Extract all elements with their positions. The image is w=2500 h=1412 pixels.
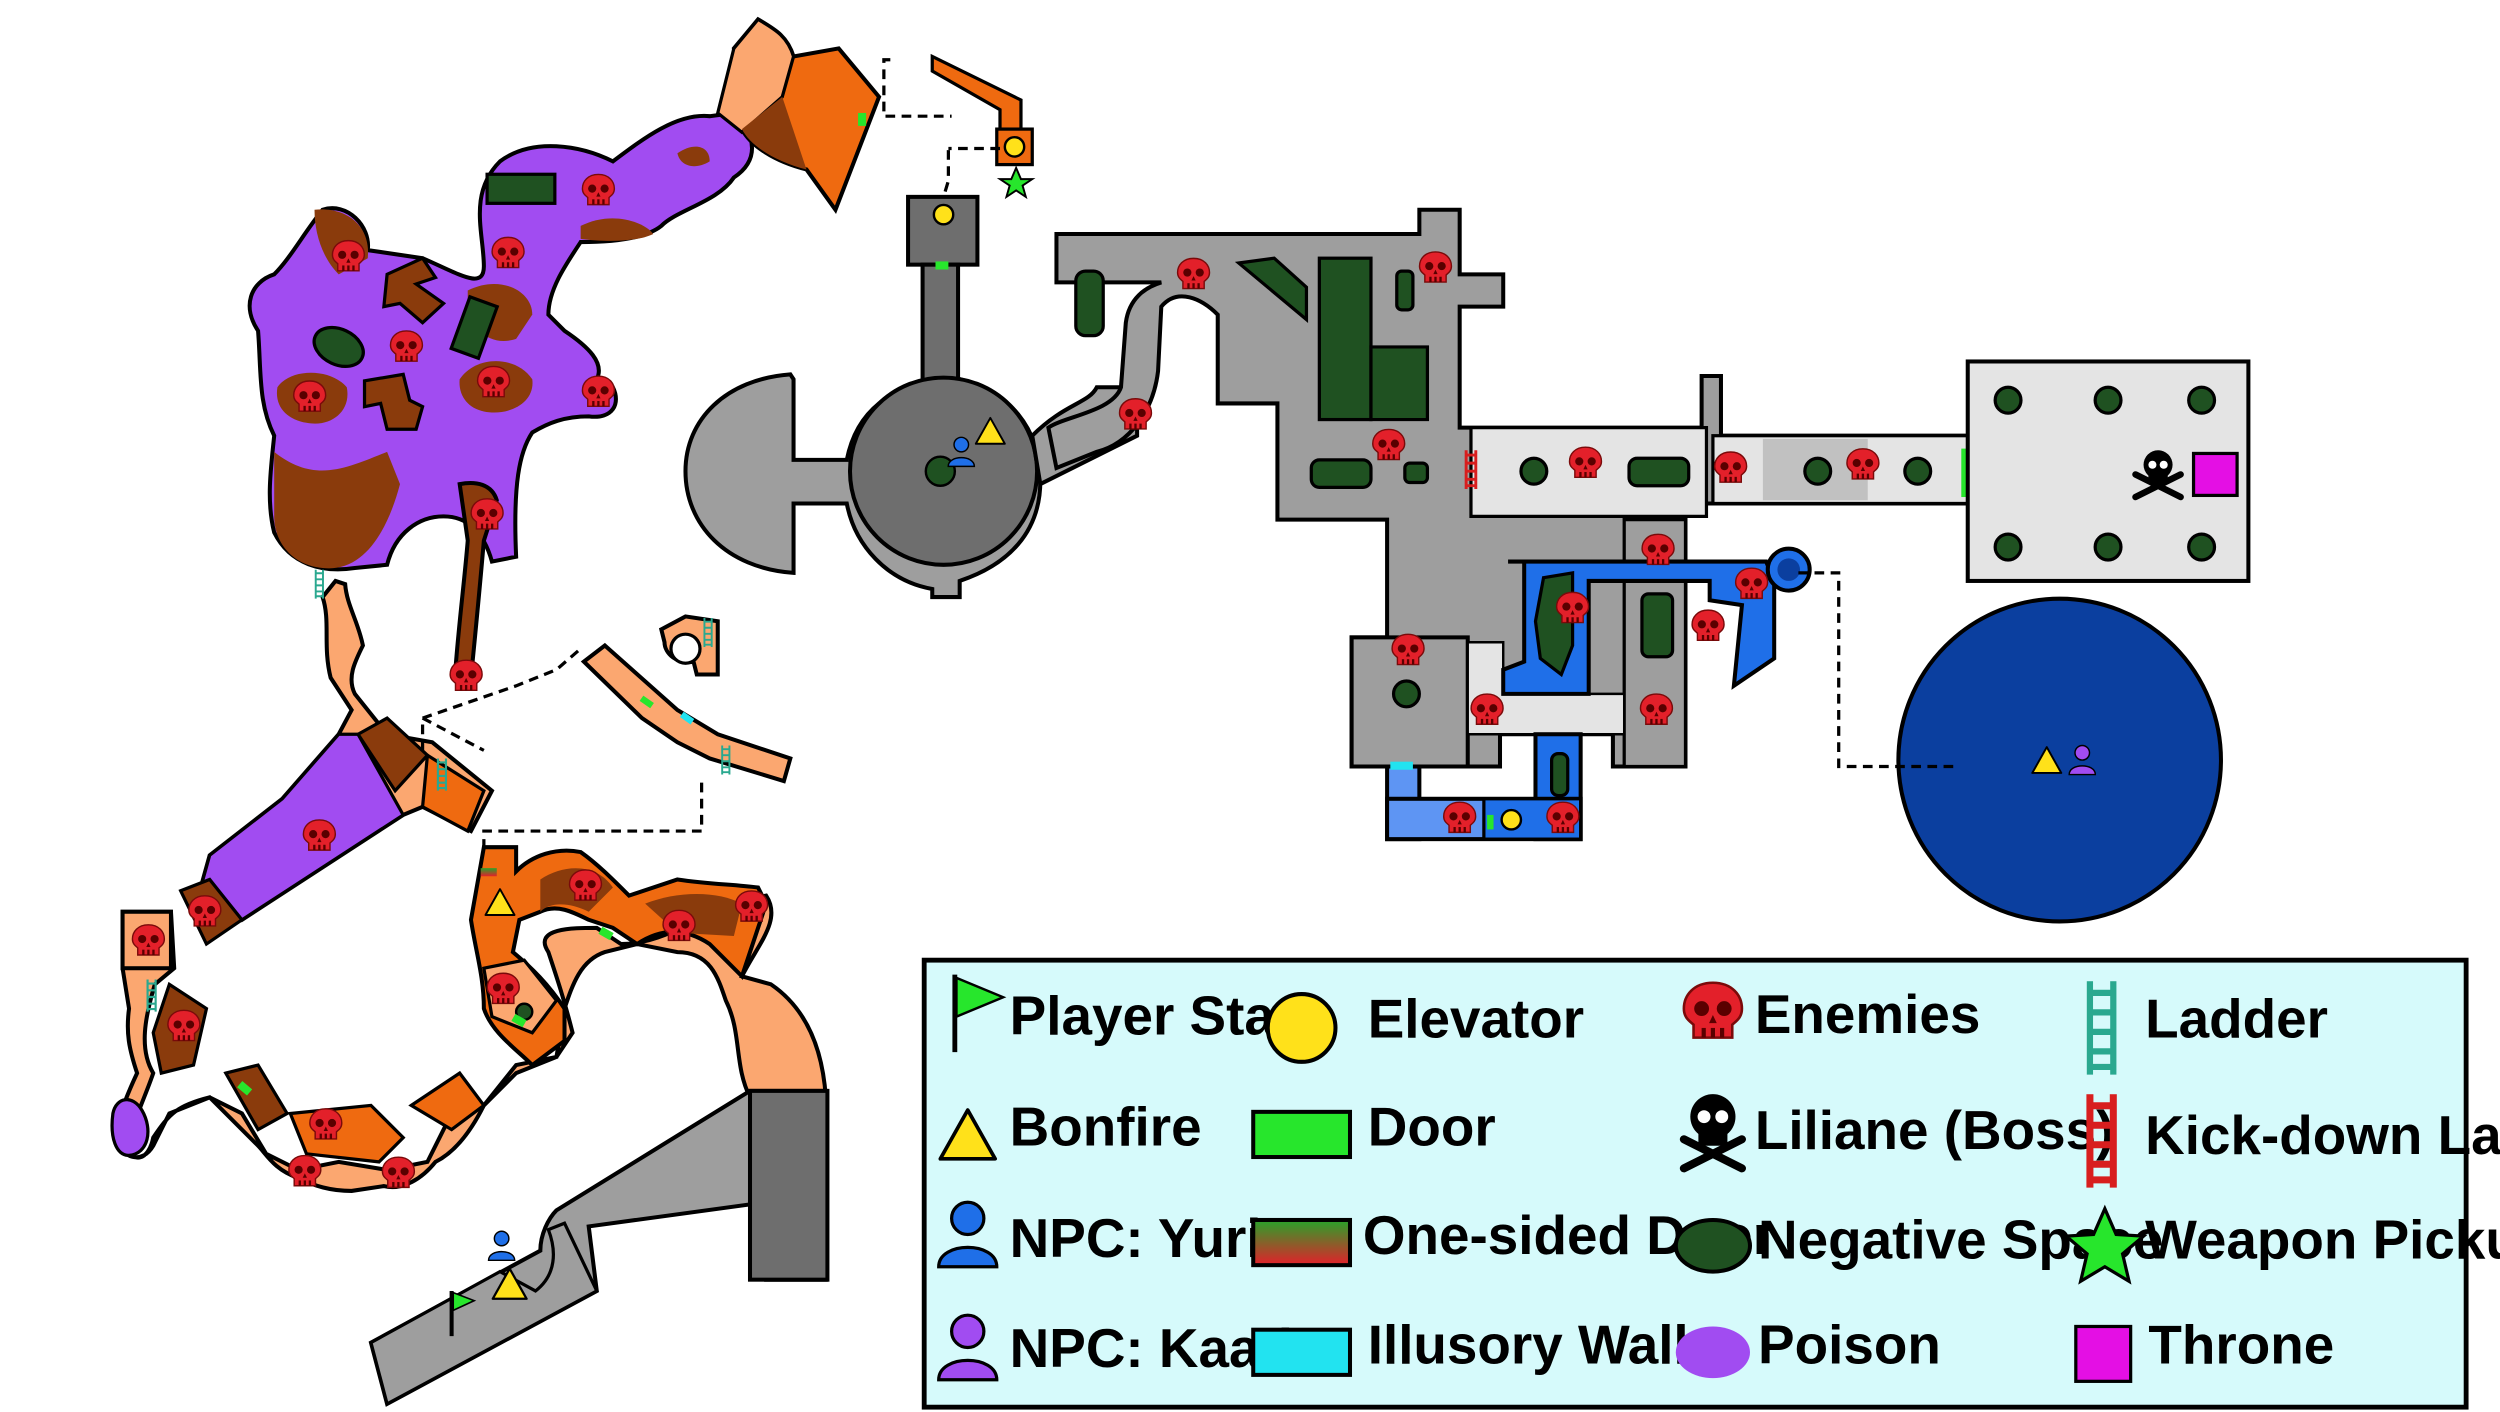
enemy-skull-icon (167, 1009, 201, 1042)
enemy-skull-icon (187, 894, 222, 927)
legend-label-ladder: Ladder (2145, 988, 2328, 1050)
enemy-skull-icon (1555, 591, 1590, 624)
enemy-skull-icon (389, 330, 424, 363)
legend-poison-ellipse-icon (1675, 1326, 1750, 1379)
gray-castle-halls (1046, 207, 1971, 769)
legend-enemies-skull-icon (1682, 980, 1744, 1040)
legend-label-bonfire: Bonfire (1010, 1096, 1202, 1158)
enemy-skull-icon (470, 497, 504, 530)
legend-label-enemies: Enemies (1755, 983, 1981, 1045)
enemy-skull-icon (662, 909, 696, 942)
legend-label-kick-down-ladder: Kick-down Ladder (2145, 1104, 2500, 1166)
player-start-flag-icon (449, 1290, 477, 1337)
enemy-skull-icon (1639, 693, 1674, 726)
enemy-skull-icon (131, 923, 166, 956)
enemy-skull-icon (302, 819, 337, 851)
legend-player-start-icon (952, 974, 1007, 1053)
orange-upper-room (715, 16, 882, 214)
boss-skull-crossbones-icon (2132, 450, 2184, 501)
door-markers (237, 868, 614, 1096)
enemy-skull-icon (1734, 567, 1769, 600)
legend-elevator-circle-icon (1265, 992, 1338, 1064)
enemy-skull-icon (1568, 446, 1603, 479)
elevator-shaft-area (882, 53, 1034, 396)
legend-label-elevator: Elevator (1368, 988, 1584, 1050)
enemy-skull-icon (581, 173, 616, 206)
throne-room (1965, 359, 2251, 583)
legend-label-illusory-wall: Illusory Wall (1368, 1314, 1689, 1376)
enemy-skull-icon (287, 1154, 322, 1187)
legend-throne-square-icon (2074, 1324, 2133, 1383)
secret-passage (580, 614, 793, 784)
enemy-skull-icon (1713, 451, 1748, 484)
enemy-skull-icon (1176, 257, 1211, 290)
enemy-skull-icon (486, 972, 521, 1005)
enemy-skull-icon (1442, 801, 1477, 834)
enemy-skull-icon (1846, 447, 1880, 480)
elevator-circle-icon (1500, 808, 1523, 831)
enemy-skull-icon (292, 380, 327, 413)
enemy-skull-icon (1470, 693, 1504, 726)
weapon-pickup-star-icon (996, 165, 1036, 200)
legend-label-boss: Liliane (Boss) (1755, 1099, 2115, 1161)
enemy-skull-icon (491, 236, 525, 269)
enemy-skull-icon (476, 365, 511, 398)
elevator-circle-icon (932, 203, 955, 226)
legend-one-sided-door-gradient-rectangle-icon (1251, 1217, 1353, 1268)
legend-label-door: Door (1368, 1096, 1496, 1158)
enemy-skull-icon (581, 375, 616, 408)
dashed-connectors (420, 647, 704, 848)
enemy-skull-icon (1641, 533, 1675, 566)
map-legend: Player Start Bonfire NPC: Yuria NPC: Kaa… (921, 957, 2500, 1410)
enemy-skull-icon (1691, 609, 1725, 642)
enemy-skull-icon (568, 869, 603, 902)
legend-negative-space-ellipse-icon (1673, 1217, 1753, 1274)
enemy-skull-icon (449, 659, 483, 692)
enemy-skull-icon (1118, 397, 1153, 430)
enemy-skull-icon (1391, 633, 1425, 666)
legend-label-player-start: Player Start (1010, 984, 1315, 1046)
enemy-skull-icon (331, 239, 366, 272)
legend-label-throne: Throne (2148, 1314, 2334, 1376)
legend-label-poison: Poison (1758, 1314, 1941, 1376)
enemy-skull-icon (1418, 251, 1453, 283)
enemy-skull-icon (1371, 428, 1406, 461)
legend-label-npc-yuria: NPC: Yuria (1010, 1207, 1293, 1269)
legend-illusory-wall-rectangle-icon (1251, 1327, 1353, 1377)
legend-boss-skull-crossbones-icon (1679, 1094, 1746, 1173)
legend-door-rectangle-icon (1251, 1109, 1353, 1160)
enemy-skull-icon (381, 1156, 416, 1189)
legend-weapon-pickup-star-icon (2062, 1204, 2148, 1285)
elevator-circle-icon (1003, 135, 1026, 158)
central-round-hall (683, 372, 1140, 600)
enemy-skull-icon (1546, 801, 1580, 834)
entry-corridor (368, 1088, 830, 1407)
npc-yuria-person-icon (487, 1230, 516, 1262)
legend-label-weapon-pickup: Weapon Pickup (2145, 1209, 2500, 1271)
enemy-skull-icon (734, 890, 769, 922)
kaathe-abyss (1798, 571, 2223, 924)
lower-caves-loop (110, 845, 828, 1193)
special-markers (449, 135, 2184, 1337)
enemy-skull-icon (308, 1107, 343, 1140)
